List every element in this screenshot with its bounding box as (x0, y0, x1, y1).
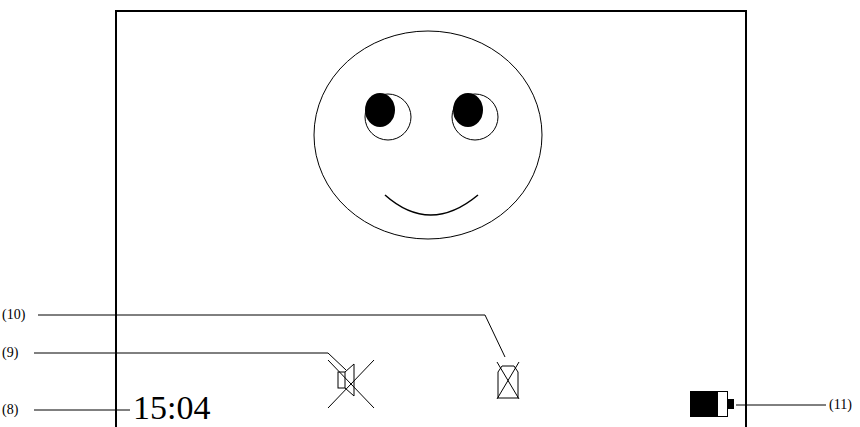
mute-icon (328, 360, 374, 408)
eye (452, 94, 498, 140)
callout-number: (10) (2, 308, 25, 322)
screen-frame (116, 11, 746, 427)
card-icon (497, 362, 519, 399)
callout-number: (9) (2, 346, 18, 360)
eye (365, 94, 411, 140)
smiley-face (314, 31, 542, 239)
clock-time: 15:04 (133, 391, 210, 425)
battery-icon (690, 391, 734, 417)
callout-number: (11) (829, 398, 852, 412)
pupil (365, 93, 395, 127)
pupil (453, 93, 483, 127)
callout-number: (8) (2, 403, 18, 417)
smile (385, 195, 478, 215)
